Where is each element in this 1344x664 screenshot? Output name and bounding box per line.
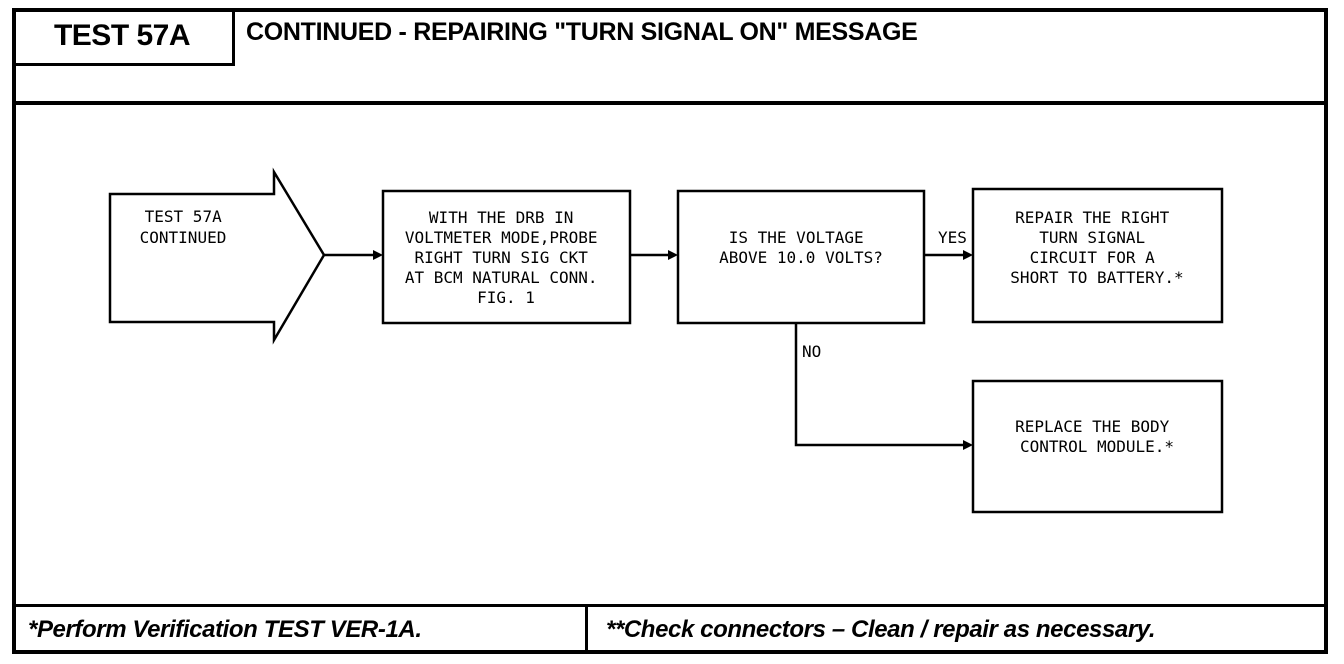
test-id-label: TEST 57A [12,8,235,66]
start-line-2: CONTINUED [140,228,227,247]
decision-text-voltage: IS THE VOLTAGE ABOVE 10.0 VOLTS? [719,228,883,267]
arrowhead-yes [963,250,973,260]
step-text-drb: WITH THE DRB IN VOLTMETER MODE,PROBE RIG… [405,208,607,307]
page-title: CONTINUED - REPAIRING "TURN SIGNAL ON" M… [246,18,918,46]
header-divider [12,101,1328,105]
result-text-repair: REPAIR THE RIGHT TURN SIGNAL CIRCUIT FOR… [1010,208,1183,287]
start-arrow [108,167,326,345]
result-box-repair [971,187,1224,324]
footer-divider [12,604,1328,607]
step-box-drb [381,189,632,325]
arrowhead-question [668,250,678,260]
arrowhead-step1 [373,250,383,260]
result-text-replace: REPLACE THE BODY CONTROL MODULE.* [1015,417,1179,456]
result-box-replace [971,379,1224,514]
no-label: NO [802,342,821,361]
footer-note-connectors: **Check connectors – Clean / repair as n… [606,616,1156,643]
start-text: TEST 57A CONTINUED [140,207,232,247]
footer-note-verification: *Perform Verification TEST VER-1A. [28,616,422,643]
decision-box-voltage [676,189,926,325]
page-frame [12,8,1328,654]
arrowhead-no [963,440,973,450]
connector-no [794,323,964,447]
footer-column-divider [585,604,588,654]
start-line-1: TEST 57A [145,207,222,226]
yes-label: YES [938,228,967,247]
